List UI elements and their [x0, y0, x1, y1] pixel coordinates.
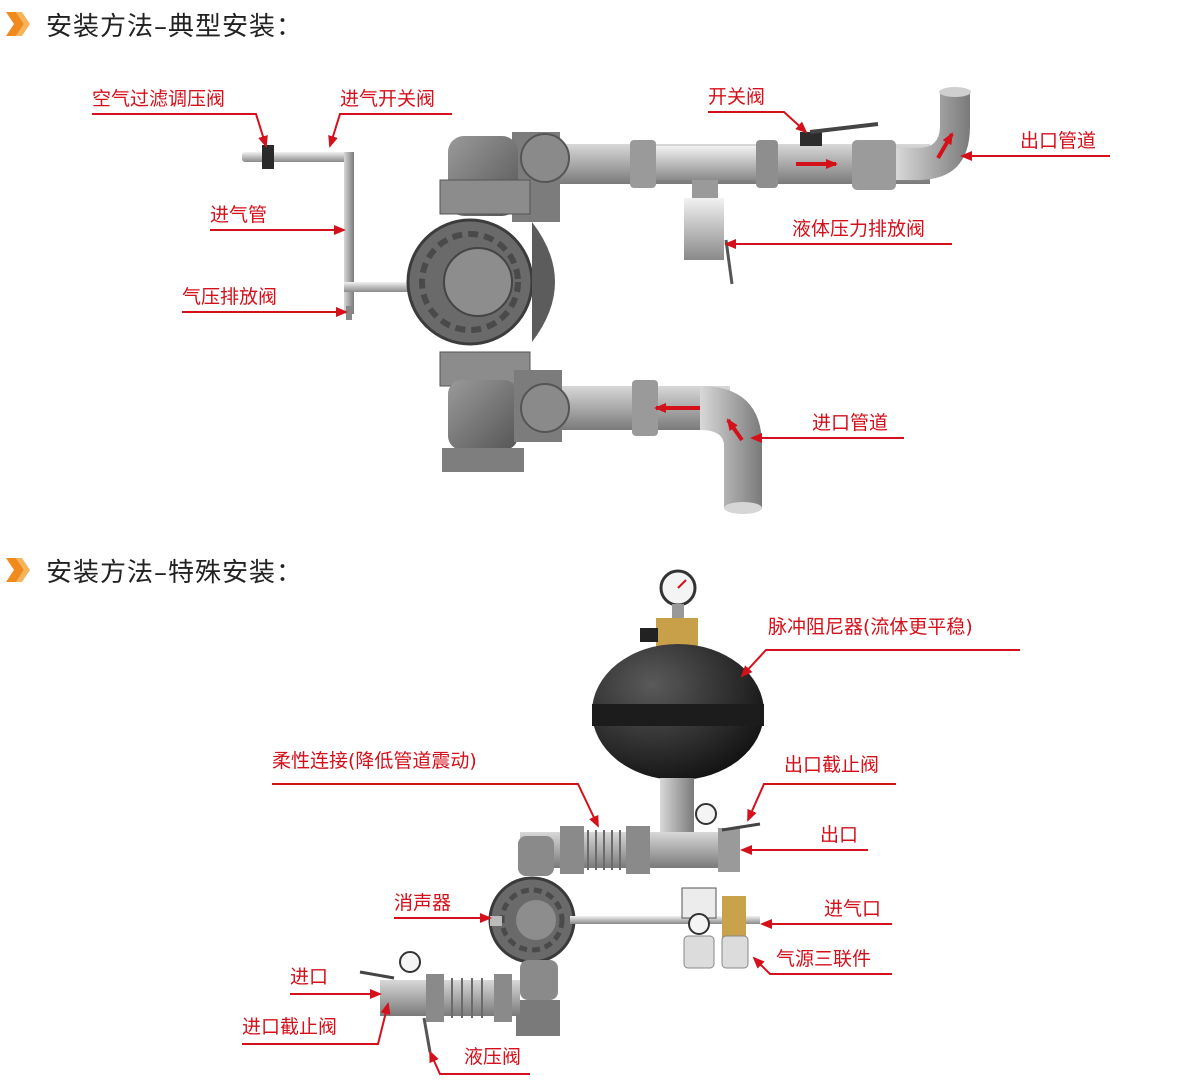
double-chevron-icon [6, 558, 30, 582]
label-air-pipe: 进气管 [210, 204, 268, 226]
label-air-release-valve: 气压排放阀 [182, 286, 278, 308]
special-installation [242, 569, 1020, 1075]
label-air-filter-valve: 空气过滤调压阀 [92, 88, 226, 110]
air-source-unit [570, 887, 760, 969]
air-line [242, 145, 426, 320]
double-chevron-icon [6, 12, 30, 36]
inlet-line [359, 951, 520, 1053]
label-pulse-damper: 脉冲阻尼器(流体更平稳) [768, 616, 973, 638]
label-inlet-pipe: 进口管道 [812, 412, 889, 434]
label-outlet-pipe: 出口管道 [1020, 130, 1097, 152]
outlet-pipe [560, 87, 971, 285]
label-air-inlet-switch: 进气开关阀 [340, 88, 436, 110]
label-liquid-pressure-valve: 液体压力排放阀 [792, 218, 926, 240]
section-title: 安装方法–典型安装： [46, 11, 304, 42]
section-header-special: 安装方法–特殊安装： [0, 550, 303, 590]
label-outlet-stop-valve: 出口截止阀 [784, 754, 880, 776]
leader-lines [242, 649, 1020, 1075]
section-title: 安装方法–特殊安装： [46, 557, 304, 588]
small-diaphragm-pump [488, 836, 576, 1036]
pulse-damper [592, 569, 764, 840]
label-air-source-triple: 气源三联件 [776, 948, 872, 970]
label-air-inlet: 进气口 [824, 898, 882, 920]
flow-arrow-icon [654, 132, 954, 442]
label-outlet: 出口 [820, 824, 859, 846]
leader-lines [92, 111, 1110, 443]
label-inlet-stop-valve: 进口截止阀 [242, 1016, 338, 1038]
label-flexible-connection: 柔性连接(降低管道震动) [272, 750, 477, 772]
outlet-line [520, 803, 761, 874]
diaphragm-pump [406, 132, 570, 472]
label-switch-valve: 开关阀 [708, 86, 766, 108]
label-liquid-pressure-valve-2: 液压阀 [464, 1046, 522, 1068]
label-inlet: 进口 [290, 966, 329, 988]
typical-installation [92, 87, 1110, 514]
label-muffler: 消声器 [394, 892, 452, 914]
section-header-typical: 安装方法–典型安装： [0, 4, 303, 44]
